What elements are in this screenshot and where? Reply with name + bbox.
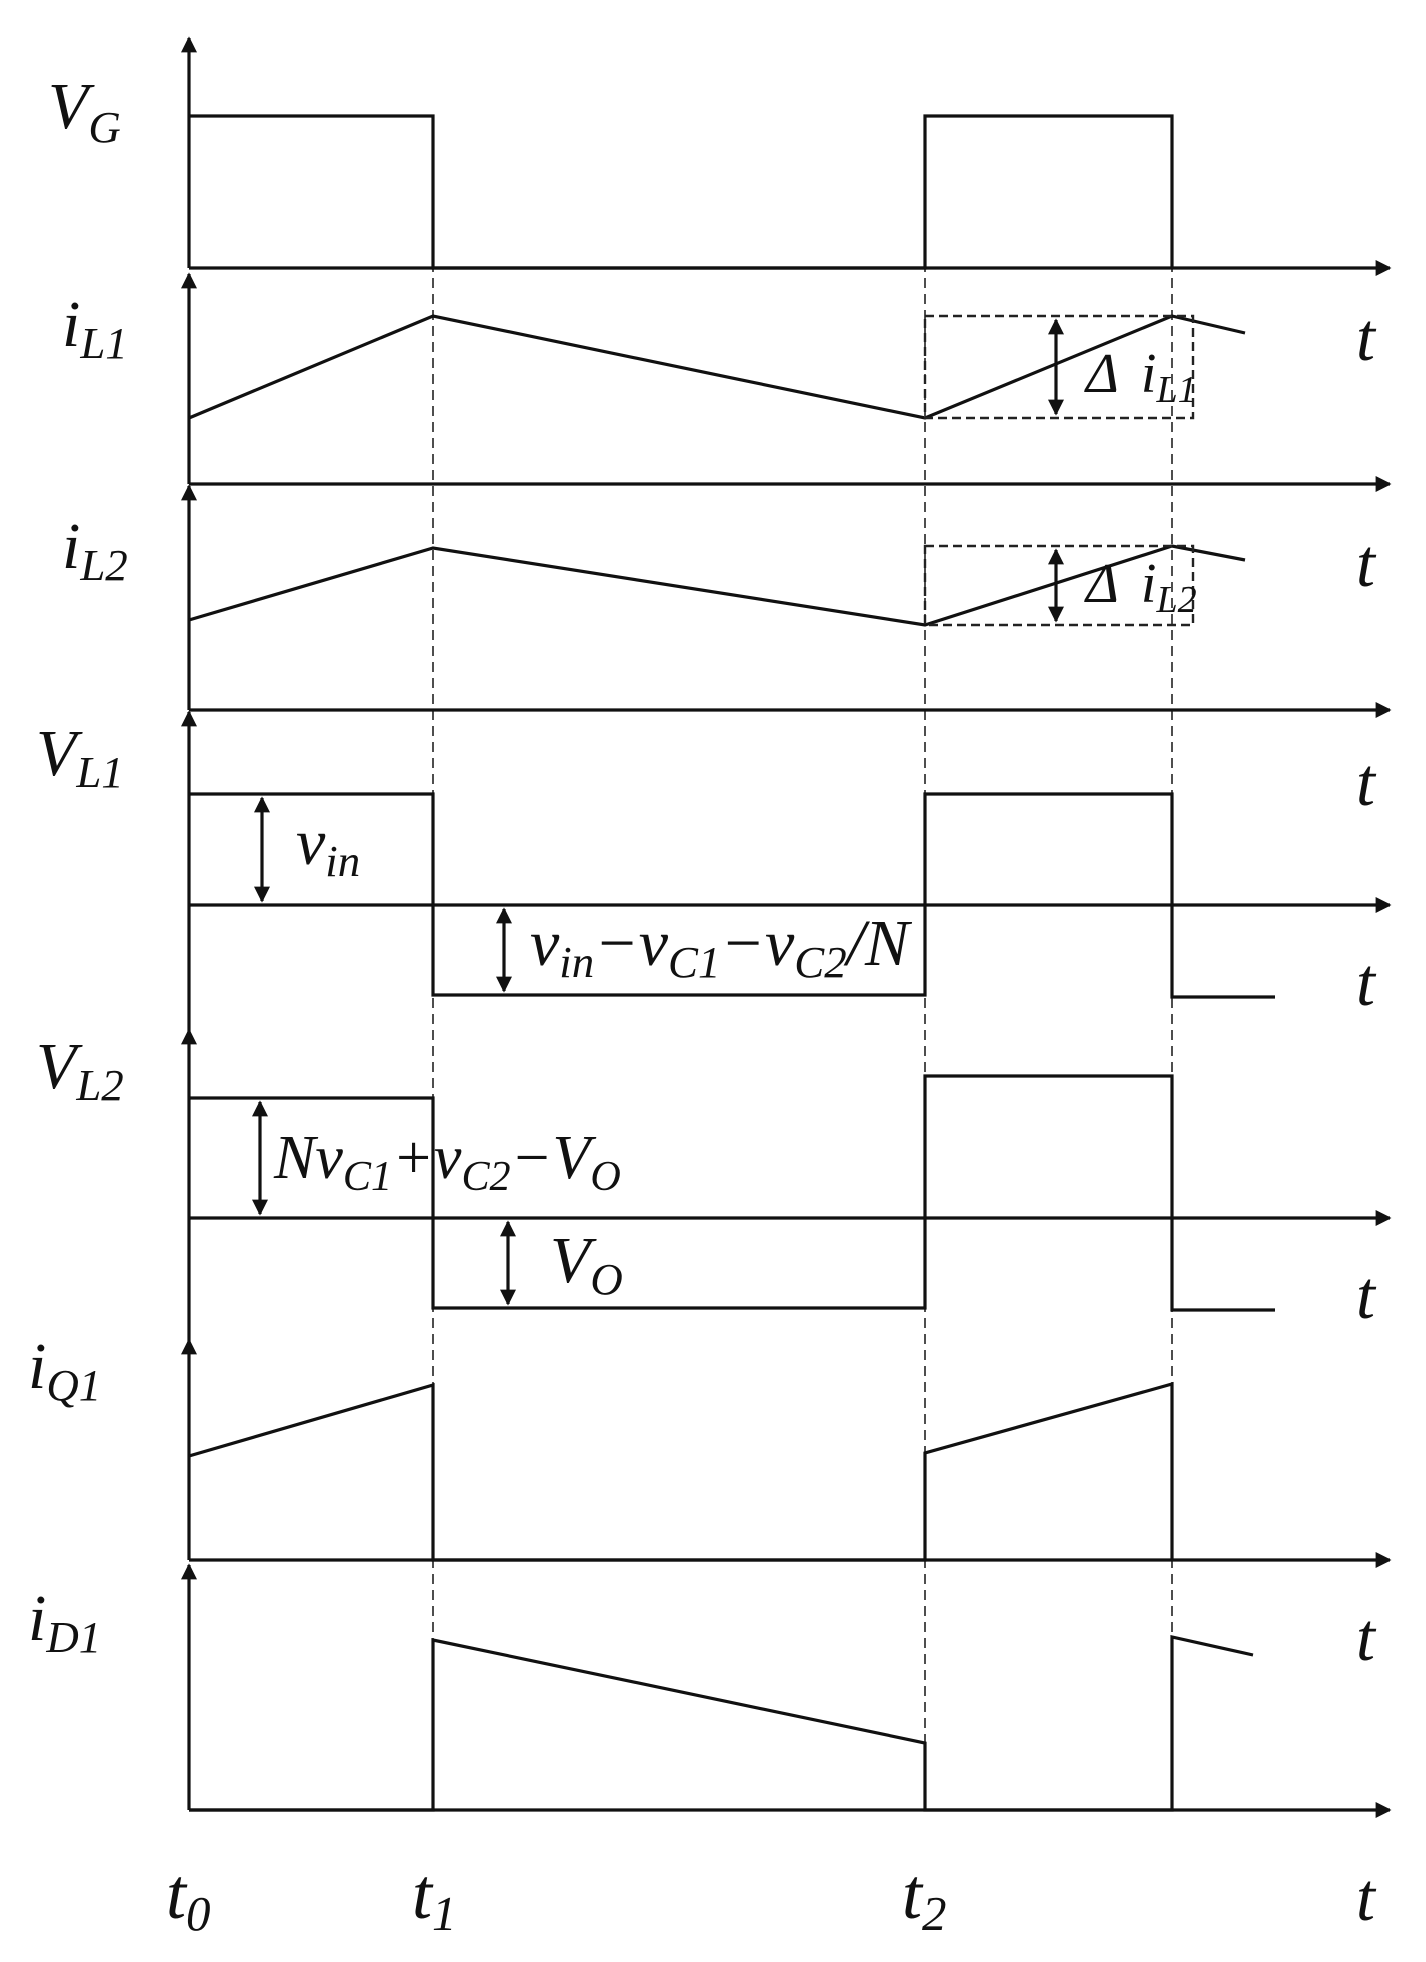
wave-vl2 [189,1074,1275,1312]
axis-t-vl1b: t [1356,944,1377,1020]
time-labels: t0 t1 t2 [166,1854,947,1941]
anno-vl2-on: NvC1+vC2−VO [273,1124,621,1200]
ripple-box-il2 [923,544,1195,627]
time-label-t2: t2 [902,1854,947,1941]
wave-vl1 [189,792,1275,999]
wave-vg [189,114,1174,270]
horizontal-axes [189,260,1392,1818]
dimension-arrows [252,318,1064,1306]
ripple-box-il1 [923,314,1195,420]
label-vl1: VL1 [36,717,124,797]
wave-id1 [189,1635,1254,1812]
axis-t-end: t [1356,1859,1377,1935]
anno-vl2-off: VO [550,1224,623,1304]
panel-labels: VG iL1 iL2 VL1 VL2 iQ1 iD1 [28,70,128,1662]
axis-t-labels: t t t t t t t [1356,299,1377,1935]
axis-t-id1: t [1356,1599,1377,1675]
anno-vl1-off: vin−vC1−vC2/N [530,907,913,987]
time-label-t0: t0 [166,1854,211,1941]
label-vl2: VL2 [36,1030,124,1110]
axis-t-il1: t [1356,299,1377,375]
label-id1: iD1 [28,1582,101,1662]
axis-t-vl2: t [1356,1257,1377,1333]
label-vg: VG [48,70,121,152]
wave-iq1 [188,1381,1174,1562]
label-il2: iL2 [62,510,128,590]
label-il1: iL1 [62,288,128,368]
label-iq1: iQ1 [28,1330,101,1410]
time-label-t1: t1 [412,1854,457,1941]
axis-t-vl1: t [1356,744,1377,820]
axis-t-il2: t [1356,525,1377,601]
wave-il2 [188,544,1246,627]
anno-vl1-on: vin [296,806,360,886]
